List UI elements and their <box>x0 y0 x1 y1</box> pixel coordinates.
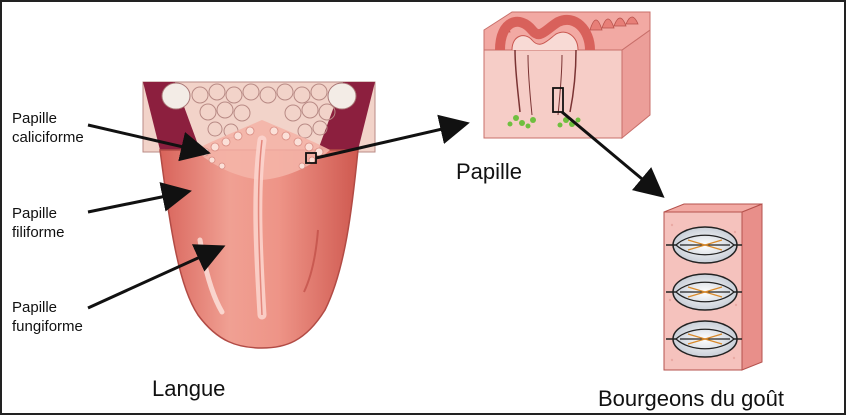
taste-buds-illustration <box>664 204 762 370</box>
label-papille-caliciforme: Papille caliciforme <box>12 110 84 148</box>
papilla-illustration <box>484 12 650 138</box>
label-langue: Langue <box>152 375 225 403</box>
label-line: filiforme <box>12 224 65 243</box>
label-bourgeons-du-gout: Bourgeons du goût <box>598 385 784 413</box>
label-line: caliciforme <box>12 129 84 148</box>
label-papille-fungiforme: Papille fungiforme <box>12 299 83 337</box>
label-line: Papille <box>12 299 83 318</box>
label-line: fungiforme <box>12 318 83 337</box>
label-line: Papille <box>12 110 84 129</box>
label-line: Papille <box>12 205 65 224</box>
label-papille: Papille <box>456 158 522 186</box>
label-papille-filiforme: Papille filiforme <box>12 205 65 243</box>
